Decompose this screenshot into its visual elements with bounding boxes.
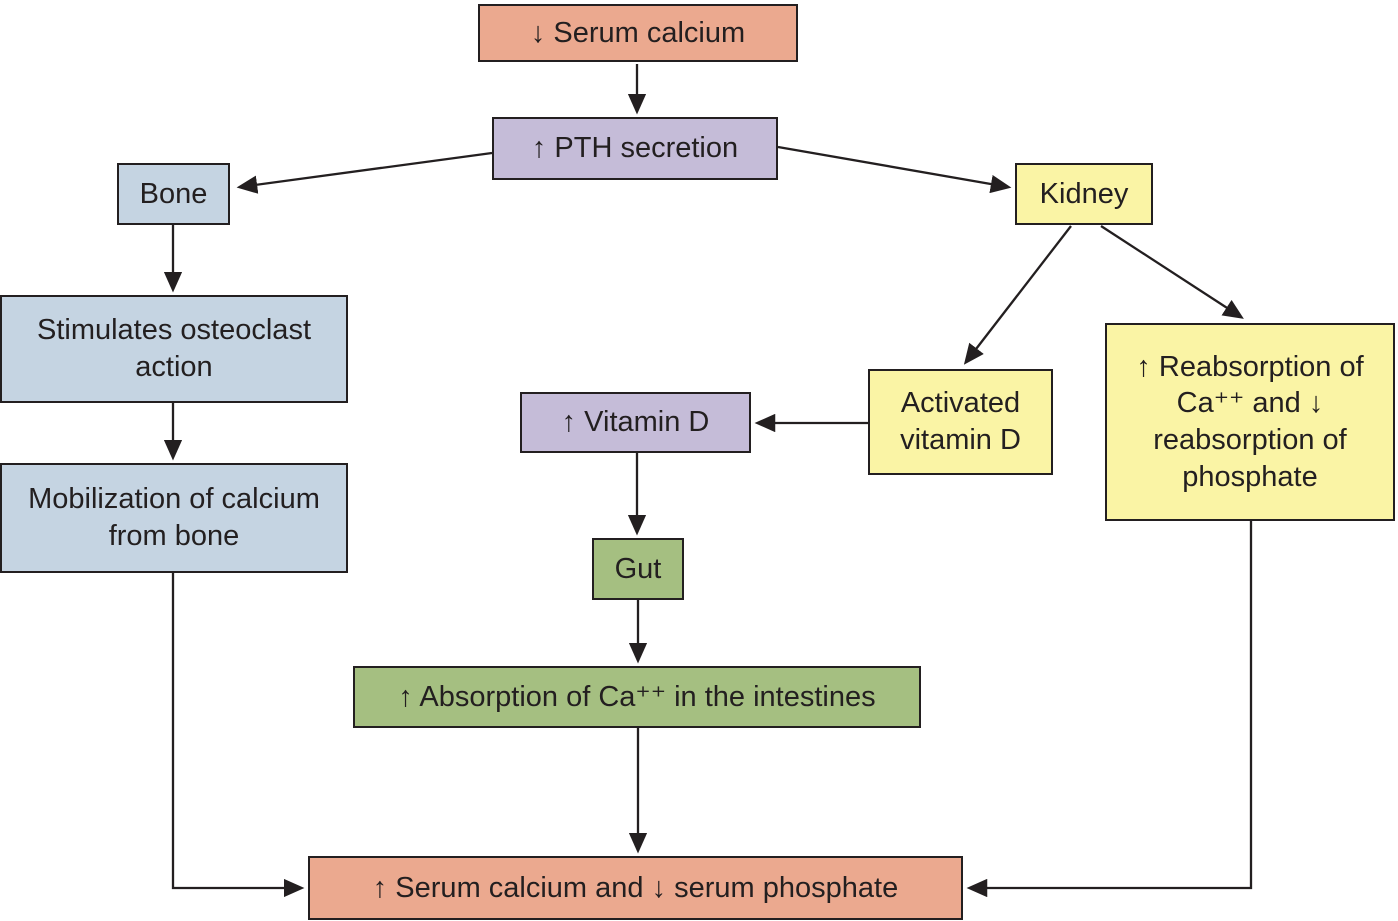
node-mobilization: Mobilization of calcium from bone bbox=[0, 463, 348, 573]
node-kidney: Kidney bbox=[1015, 163, 1153, 225]
node-serum-calcium-high-label: ↑ Serum calcium and ↓ serum phosphate bbox=[372, 871, 899, 904]
node-reabsorption: ↑ Reabsorption of Ca⁺⁺ and ↓ reabsorptio… bbox=[1105, 323, 1395, 521]
node-pth-secretion: ↑ PTH secretion bbox=[492, 117, 778, 180]
arrow-pth-to-bone bbox=[236, 151, 493, 194]
node-serum-calcium-low: ↓ Serum calcium bbox=[478, 4, 798, 62]
arrow-reabsorption-to-serum-high bbox=[966, 521, 1253, 898]
node-absorption-label: ↑ Absorption of Ca⁺⁺ in the intestines bbox=[398, 680, 876, 713]
node-activated-vitamin-d-label: Activated vitamin D bbox=[900, 387, 1021, 456]
node-activated-vitamin-d: Activated vitamin D bbox=[868, 369, 1053, 475]
node-gut: Gut bbox=[592, 538, 684, 600]
node-gut-label: Gut bbox=[614, 552, 662, 585]
node-kidney-label: Kidney bbox=[1039, 177, 1129, 210]
node-vitamin-d: ↑ Vitamin D bbox=[520, 392, 751, 453]
arrow-kidney-to-reabsorption bbox=[1100, 225, 1244, 319]
node-reabsorption-label: ↑ Reabsorption of Ca⁺⁺ and ↓ reabsorptio… bbox=[1136, 350, 1364, 493]
node-vitamin-d-label: ↑ Vitamin D bbox=[561, 406, 710, 439]
node-serum-calcium-low-label: ↓ Serum calcium bbox=[530, 16, 746, 49]
arrow-kidney-to-activated bbox=[963, 225, 1072, 365]
arrow-pth-to-kidney bbox=[777, 145, 1012, 194]
arrow-mobilization-to-serum-high bbox=[171, 573, 305, 898]
node-bone: Bone bbox=[117, 163, 230, 225]
node-pth-secretion-label: ↑ PTH secretion bbox=[531, 132, 739, 165]
node-serum-calcium-high: ↑ Serum calcium and ↓ serum phosphate bbox=[308, 856, 963, 920]
node-bone-label: Bone bbox=[139, 177, 208, 210]
node-mobilization-label: Mobilization of calcium from bone bbox=[28, 483, 320, 552]
node-stimulates-osteoclast: Stimulates osteoclast action bbox=[0, 295, 348, 403]
node-absorption: ↑ Absorption of Ca⁺⁺ in the intestines bbox=[353, 666, 921, 728]
node-stimulates-osteoclast-label: Stimulates osteoclast action bbox=[36, 314, 311, 383]
